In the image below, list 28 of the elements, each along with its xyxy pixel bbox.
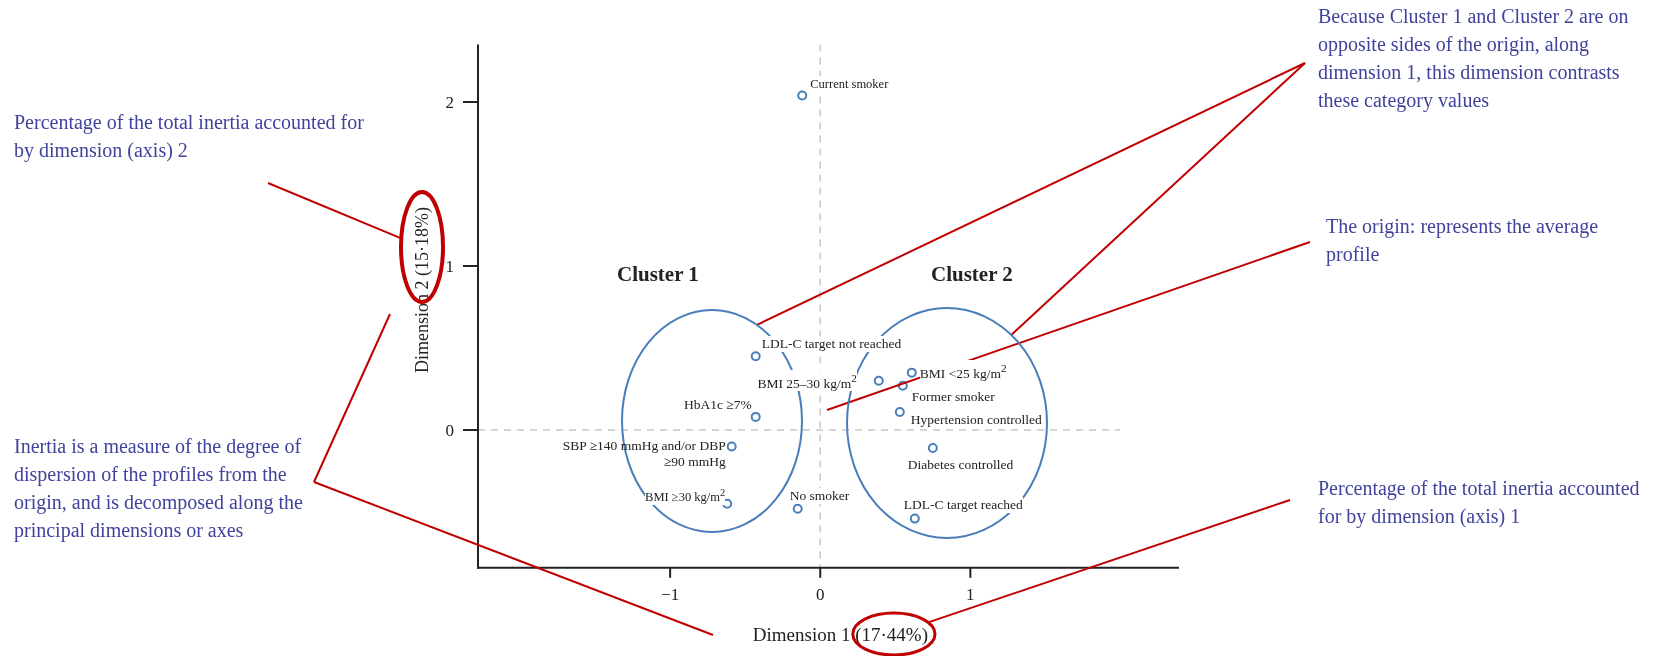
cluster-title: Cluster 1 bbox=[617, 262, 699, 287]
point-label: BMI <25 kg/m$^{2}$ bbox=[919, 359, 1007, 382]
leader-line bbox=[826, 241, 1311, 411]
axis-title: Dimension 2 (15·18%) bbox=[412, 207, 432, 373]
cluster-title: Cluster 2 bbox=[931, 262, 1013, 287]
point-label: No smoker bbox=[789, 487, 850, 504]
leader-line bbox=[756, 62, 1306, 326]
leader-line bbox=[1010, 62, 1306, 336]
annotation-text: The origin: represents the average profile bbox=[1310, 212, 1610, 272]
tick-label: 0 bbox=[445, 421, 454, 441]
leader-line bbox=[927, 499, 1291, 624]
annotation-text: Inertia is a measure of the degree of dispersion of the profiles from the origin, and is decomposed along the principal dimensions or axes bbox=[14, 432, 314, 572]
tick-label: 0 bbox=[816, 584, 825, 604]
point-label: Hypertension controlled bbox=[910, 412, 1042, 428]
tick-label: 2 bbox=[445, 93, 454, 112]
point-label: Current smoker bbox=[810, 76, 889, 93]
annotation-text: Percentage of the total inertia accounted for by dimension (axis) 2 bbox=[14, 108, 366, 183]
annotation-text: Because Cluster 1 and Cluster 2 are on opposite sides of the origin, along dimension 1, this dimension contrasts these category values bbox=[1305, 2, 1660, 118]
tick-label: −1 bbox=[661, 584, 680, 604]
point-label: LDL-C target not reached bbox=[761, 336, 902, 353]
point-label: LDL-C target reached bbox=[903, 496, 1023, 513]
leader-line bbox=[313, 313, 391, 483]
tick-label: 1 bbox=[966, 584, 975, 604]
leader-line bbox=[313, 481, 714, 636]
tick-label: 1 bbox=[445, 257, 454, 276]
point-label: BMI 25–30 kg/m$^{2}$ bbox=[757, 369, 857, 392]
annotation-text: Percentage of the total inertia accounted for by dimension (axis) 1 bbox=[1290, 474, 1667, 534]
axis-title: Dimension 1 (17·44%) bbox=[752, 624, 928, 645]
